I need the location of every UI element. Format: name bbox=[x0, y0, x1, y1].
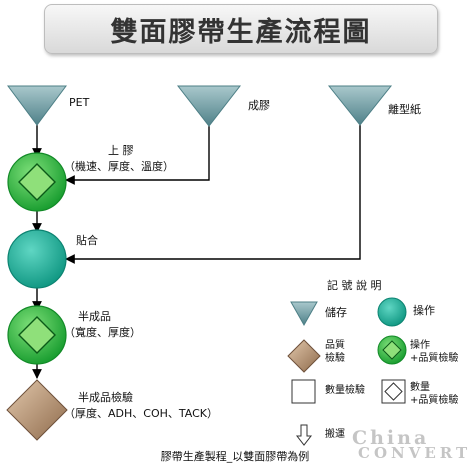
arrow-adhesive-to-coating bbox=[65, 126, 210, 185]
semi-product-params: （寬度、厚度） bbox=[64, 326, 141, 339]
legend-storage-label: 儲存 bbox=[325, 306, 347, 319]
release-paper-label: 離型紙 bbox=[388, 103, 421, 116]
semi-product-node bbox=[7, 305, 67, 365]
legend-transport-symbol bbox=[295, 424, 313, 446]
legend-quantity-label: 數量檢驗 bbox=[325, 385, 365, 396]
legend-operation-symbol bbox=[377, 297, 407, 327]
pet-label: PET bbox=[69, 96, 90, 109]
page-title: 雙面膠帶生產流程圖 bbox=[110, 16, 372, 48]
watermark: China CONVERT bbox=[348, 427, 467, 463]
legend-symbols bbox=[287, 297, 407, 446]
adhesive-storage-triangle bbox=[176, 85, 242, 127]
legend-quantity-symbol bbox=[291, 379, 316, 404]
watermark-line2: CONVERT bbox=[358, 444, 470, 462]
semi-inspection-node bbox=[6, 379, 68, 441]
legend-transport-label: 搬運 bbox=[325, 429, 345, 440]
figure-caption: 膠帶生產製程_以雙面膠帶為例 bbox=[160, 450, 310, 463]
legend-quality-symbol bbox=[287, 339, 321, 373]
adhesive-label: 成膠 bbox=[248, 99, 270, 112]
watermark-line1: China bbox=[352, 427, 430, 449]
coating-params: （機速、厚度、溫度） bbox=[64, 160, 174, 173]
coating-label: 上 膠 bbox=[108, 144, 134, 157]
arrow-release-to-laminating bbox=[65, 125, 361, 264]
legend-quality-label: 品質 檢驗 bbox=[325, 340, 345, 364]
semi-product-label: 半成品 bbox=[78, 310, 111, 323]
legend-operation-quality-symbol bbox=[377, 335, 407, 365]
laminating-node bbox=[7, 229, 67, 289]
legend-storage-symbol bbox=[290, 301, 318, 327]
legend-quantity-quality-label: 數量 +品質檢驗 bbox=[410, 382, 459, 406]
title-banner: 雙面膠帶生產流程圖 bbox=[44, 4, 438, 54]
pet-storage-triangle bbox=[7, 85, 67, 126]
legend-operation-quality-label: 操作 +品質檢驗 bbox=[410, 340, 459, 364]
semi-inspection-label: 半成品檢驗 bbox=[78, 391, 133, 404]
legend-title: 記 號 說 明 bbox=[327, 279, 382, 292]
laminating-label: 貼合 bbox=[76, 234, 98, 247]
coating-node bbox=[7, 152, 67, 212]
release-paper-storage-triangle bbox=[327, 85, 393, 126]
legend-quantity-quality-symbol bbox=[381, 379, 406, 404]
legend-operation-label: 操作 bbox=[413, 304, 435, 317]
semi-inspection-params: （厚度、ADH、COH、TACK） bbox=[64, 407, 218, 420]
